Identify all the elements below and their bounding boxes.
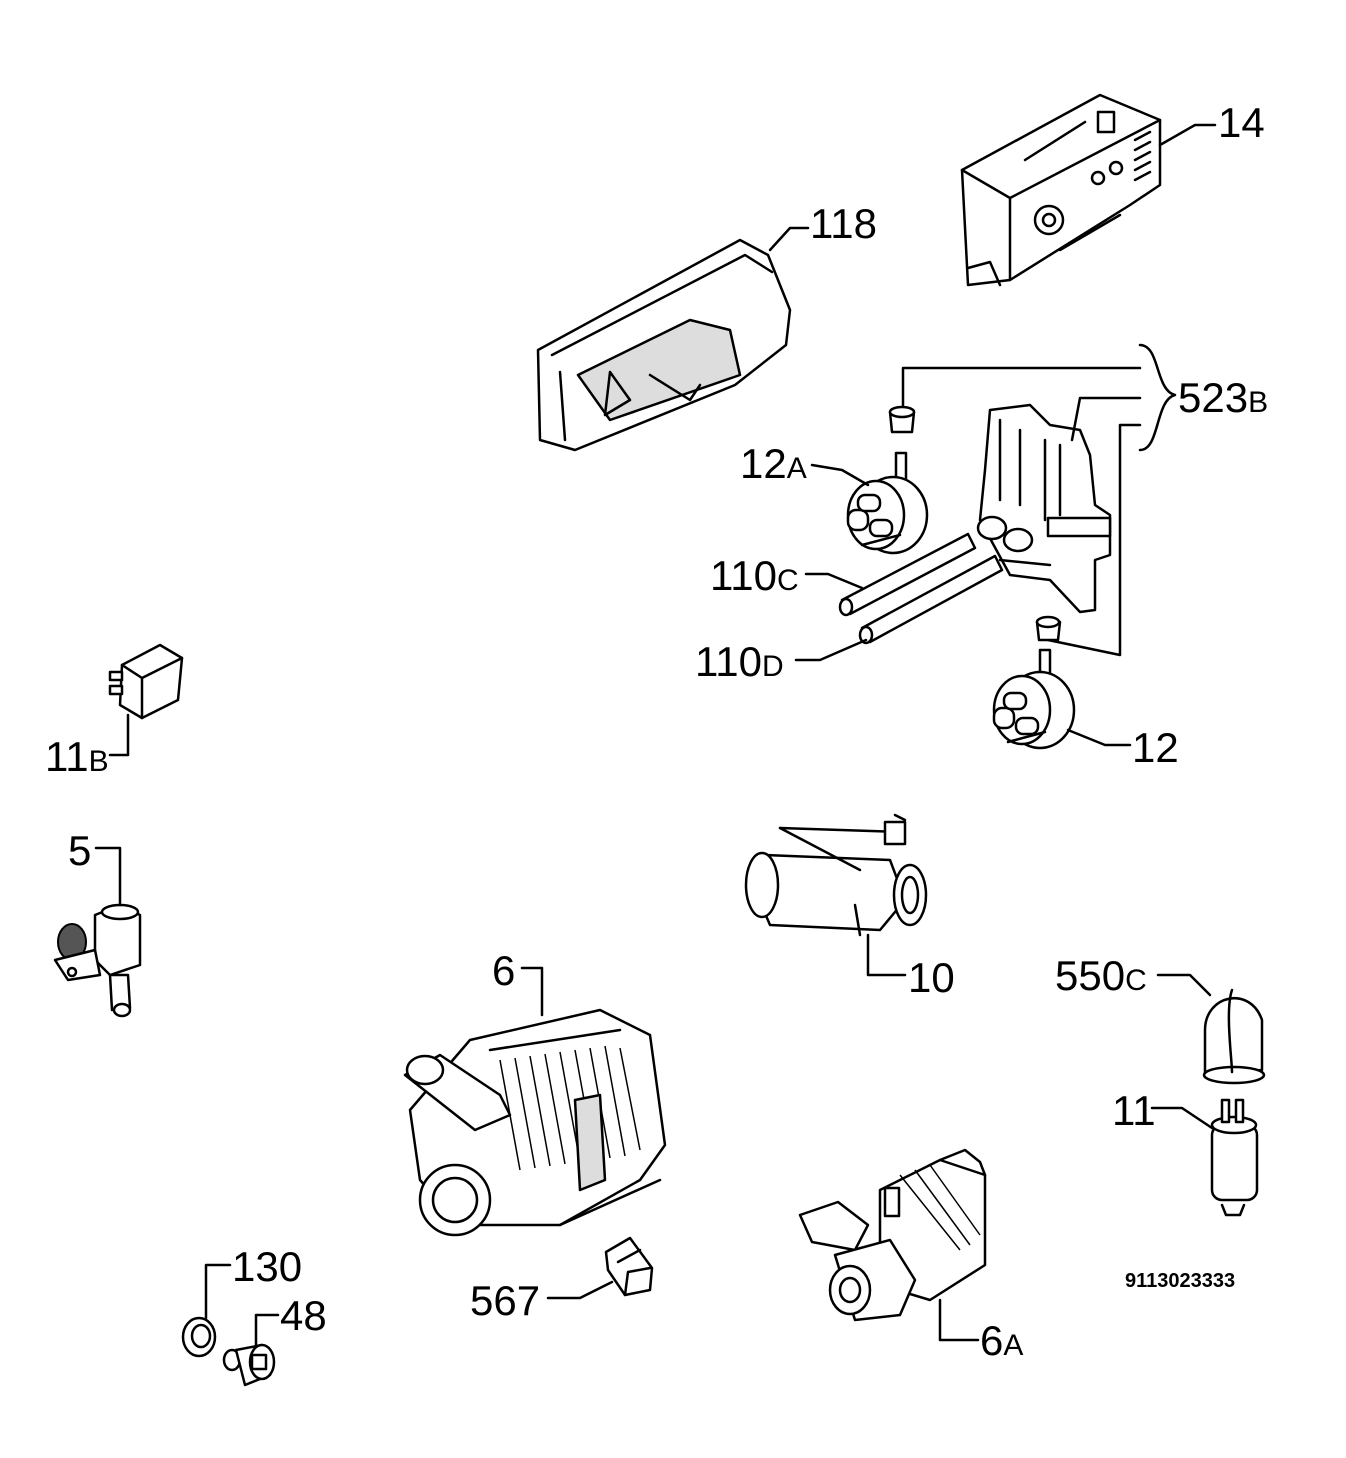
part-6a-drain-pump[interactable] [798,1148,987,1322]
part-12-pressure-switch[interactable] [992,648,1076,750]
label-6: 6 [492,947,515,994]
label-523b: 523B [1178,374,1268,421]
leader-48 [254,1313,280,1347]
label-48: 48 [280,1292,327,1339]
leader-10 [866,933,907,977]
leader-110c [804,572,864,590]
leader-5 [94,846,122,907]
leader-11b [108,713,130,757]
brace-523b [1138,343,1177,452]
label-5: 5 [68,827,91,874]
part-11-capacitor[interactable] [1210,1098,1259,1217]
leader-12 [1066,728,1132,747]
label-10: 10 [908,954,955,1001]
leader-6a [938,1298,980,1342]
label-110c: 110C [710,552,799,599]
part-5-inlet-valve[interactable] [53,903,142,1018]
part-523b-bracket[interactable] [976,403,1112,614]
label-110d: 110D [695,638,784,685]
part-118-dispenser[interactable] [536,226,810,452]
part-110d-hose[interactable] [858,554,1004,645]
nozzle-bottom[interactable] [1035,615,1062,642]
part-14-control-module[interactable] [960,93,1217,287]
label-130: 130 [232,1243,302,1290]
part-10-heater[interactable] [744,813,928,937]
nozzle-top[interactable] [888,405,916,434]
part-11b-relay[interactable] [108,643,184,720]
part-567-clip[interactable] [604,1236,654,1297]
label-567: 567 [470,1277,540,1324]
part-550c-cap[interactable] [1202,988,1266,1085]
diagram-code: 9113023333 [1125,1270,1235,1292]
leader-523b-2 [1070,396,1142,442]
leader-550c [1156,973,1212,997]
part-110c-hose[interactable] [838,532,977,617]
part-48-plug[interactable] [222,1343,276,1387]
label-550c: 550C [1055,952,1147,999]
leader-523b-1 [901,366,1142,412]
leader-130 [204,1263,232,1320]
leader-12a [810,463,870,487]
leader-110d [794,638,868,662]
leader-6 [520,966,544,1017]
label-11b: 11B [45,733,109,780]
label-14: 14 [1218,99,1265,146]
leader-11 [1150,1106,1214,1130]
part-12a-pressure-switch[interactable] [846,451,929,555]
part-130-seal-ring[interactable] [181,1316,217,1358]
label-12a: 12A [740,440,807,487]
leader-523b-3 [1046,423,1142,657]
label-12: 12 [1132,724,1179,771]
label-118: 118 [810,200,877,247]
label-6a: 6A [980,1317,1023,1364]
part-6-circulation-pump[interactable] [403,1008,667,1237]
leader-567 [546,1280,614,1300]
label-11: 11 [1112,1087,1156,1134]
